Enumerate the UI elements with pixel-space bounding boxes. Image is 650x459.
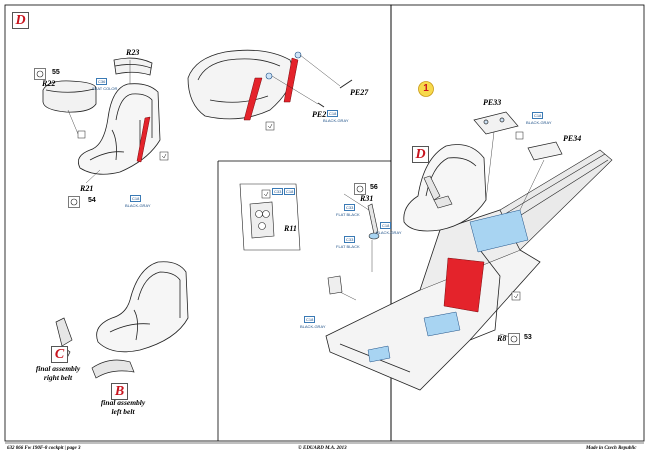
glue-icon [354,183,366,195]
pe27-hardware [265,51,353,108]
color-tag-black-gray-3: C18 [304,316,316,323]
ref-box-54 [68,195,80,213]
ref-box-53 [508,332,520,350]
color-tag-black-gray-d: C18 [130,195,142,202]
label-pe27-a: PE27 [350,88,369,97]
color-name-black-gray-pe27: BLACK-GRAY [323,118,349,123]
leader-lines-pe27 [271,54,341,105]
ref-box-56 [354,182,366,200]
belt-red-pe27 [243,57,299,121]
label-r11: R11 [284,224,297,233]
ref-box-55 [34,67,46,85]
seat-final-drawing [96,261,189,353]
ref-55: 55 [52,69,60,76]
ref-54: 54 [88,197,96,204]
headrest-pad-drawing [113,57,153,76]
color-tag-pe33: C18 [532,112,544,119]
label-r23: R23 [126,48,140,57]
sidewall-red-panel [443,257,485,313]
belt-b-drawing [91,359,135,379]
r11-card-drawing [327,275,343,295]
page-ref-box-pe27 [265,121,275,131]
step-number-circle [418,81,434,97]
label-r22: R22 [42,79,56,88]
label-pe33: PE33 [483,98,502,107]
color-tag-r11-a: C33 [272,188,284,195]
leader-lines-main [339,131,545,339]
step-number: 1 [423,83,429,94]
seat-pe27-drawing [187,49,293,120]
leader-lines-d [67,60,131,184]
color-name-flat-black-2: FLAT BLACK [336,244,360,249]
lever-r31-drawing [367,203,380,240]
note-left-belt: final assembly left belt [100,398,146,416]
glue-icon [34,68,46,80]
instrument-inset-frame [239,183,301,251]
color-tag-black-gray-pe27: C18 [327,110,339,117]
color-tag-seat: C36 [96,78,108,85]
floor-blue-pe [367,209,529,363]
color-name-seat: SEAT COLOR [92,86,118,91]
footer-left: 632 066 Fw 190F-8 cockpit | page 3 [7,446,81,451]
footer-right: Made in Czech Republic [586,446,637,451]
color-tag-flat-black-1: C33 [344,204,356,211]
belt-red-d [136,116,151,163]
step-letter-b: B [111,383,128,400]
color-name-flat-black-1: FLAT BLACK [336,212,360,217]
step-letter-d: D [12,12,29,29]
step-letter-d-main: D [412,146,429,163]
note-right-belt: final assembly right belt [35,364,81,382]
label-r31: R31 [360,194,374,203]
color-name-black-gray-d: BLACK-GRAY [125,203,151,208]
question-box-main [515,131,524,140]
glue-icon [68,196,80,208]
color-tag-r11-b: C18 [284,188,296,195]
color-name-pe33: BLACK-GRAY [526,120,552,125]
label-r8: R8 [497,334,507,343]
label-pe27-b: PE27 [312,110,331,119]
page-ref-box-main [261,189,521,301]
ref-53: 53 [524,334,532,341]
color-tag-black-gray-1: C18 [380,222,392,229]
ref-56: 56 [370,184,378,191]
question-box-d [77,130,86,139]
belts-main [423,175,453,209]
seat-cushion-drawing [42,80,97,113]
label-r21: R21 [80,184,94,193]
color-name-black-gray-3: BLACK-GRAY [300,324,326,329]
color-name-black-gray-1: BLACK-GRAY [376,230,402,235]
pe34-drawing [527,141,563,161]
label-pe34: PE34 [563,134,582,143]
page-ref-box-d [159,151,169,161]
color-tag-flat-black-2: C33 [344,236,356,243]
r11-panel-drawing [249,201,275,239]
glue-icon [508,333,520,345]
step-letter-c: C [51,346,68,363]
footer-center: © EDUARD M.A. 2013 [298,446,347,451]
pe33-drawing [473,111,519,135]
